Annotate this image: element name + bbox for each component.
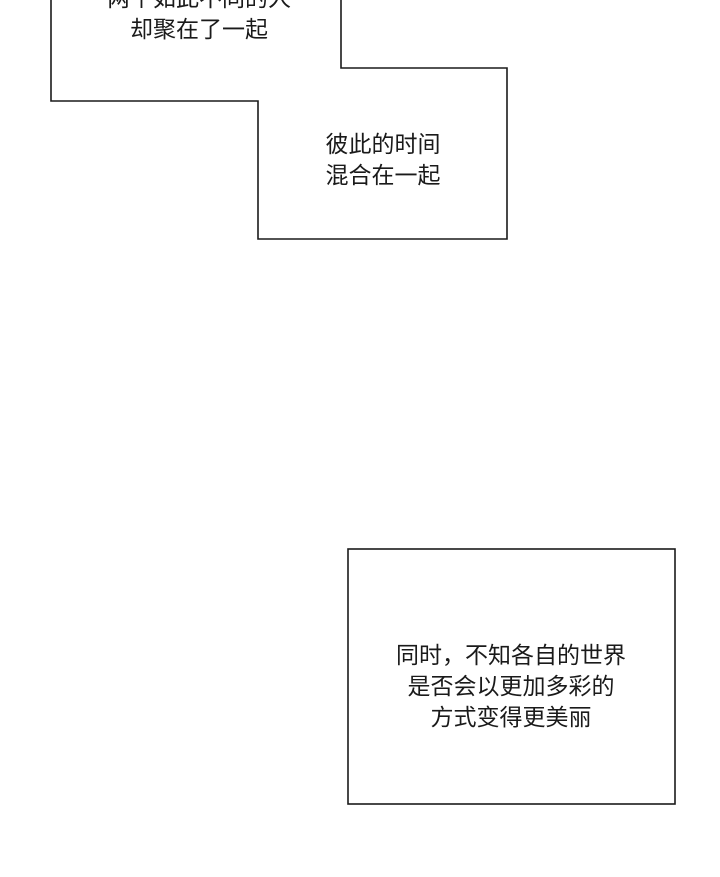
caption-two-people: 两个如此不同的人 却聚在了一起 xyxy=(60,0,338,46)
caption-line: 是否会以更加多彩的 xyxy=(407,674,615,700)
caption-line: 同时，不知各自的世界 xyxy=(396,643,626,669)
caption-box-bottom xyxy=(347,548,676,805)
caption-time-mixed: 彼此的时间 混合在一起 xyxy=(262,130,504,192)
caption-box-top-stepped xyxy=(50,0,508,240)
caption-line: 混合在一起 xyxy=(325,163,441,189)
caption-line: 方式变得更美丽 xyxy=(430,705,592,731)
caption-worlds-colorful: 同时，不知各自的世界 是否会以更加多彩的 方式变得更美丽 xyxy=(349,641,673,734)
caption-line: 两个如此不同的人 xyxy=(60,0,338,15)
caption-line: 彼此的时间 xyxy=(325,132,441,158)
caption-line: 却聚在了一起 xyxy=(130,17,268,43)
